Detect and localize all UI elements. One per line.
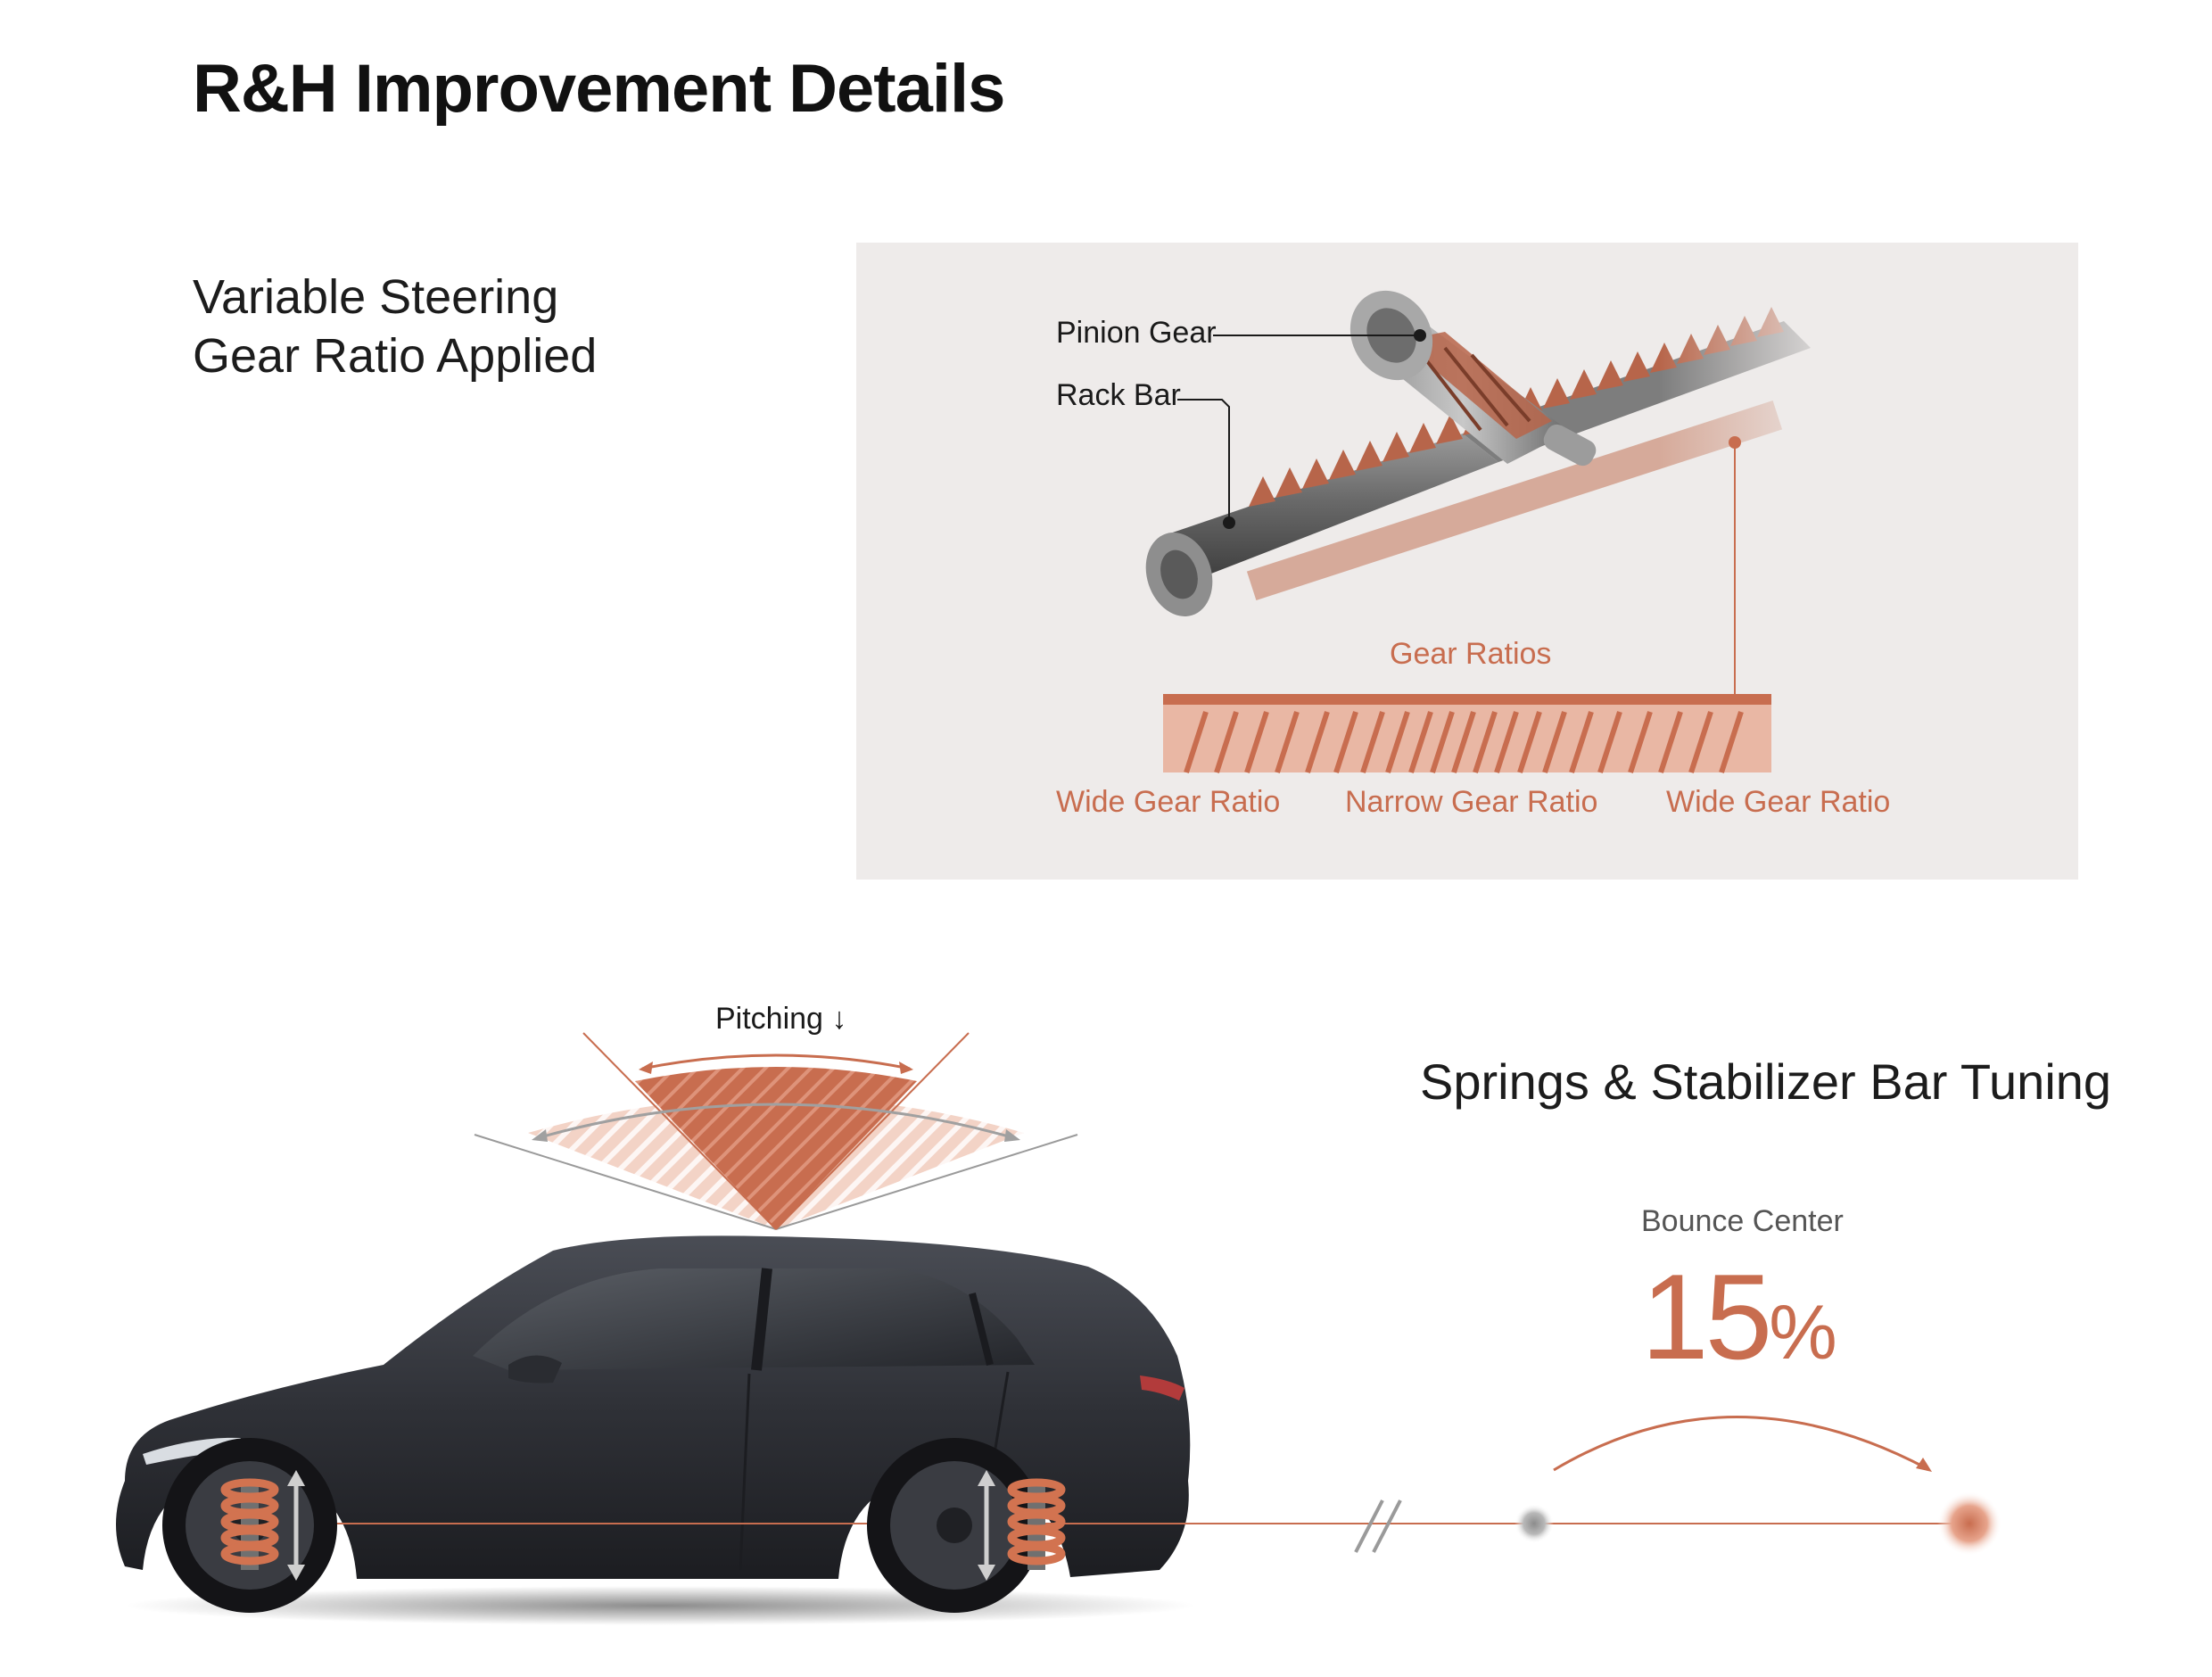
- front-coil-spring-icon: [220, 1478, 279, 1570]
- rack-and-pinion-illustration: [1145, 290, 1855, 773]
- pitching-label-text: Pitching: [715, 1002, 823, 1036]
- gear-ratios-title: Gear Ratios: [1390, 637, 1552, 671]
- rear-wheel: [867, 1438, 1066, 1613]
- new-bounce-center-dot: [1937, 1491, 2002, 1556]
- wide-gear-ratio-right-label: Wide Gear Ratio: [1666, 785, 1891, 819]
- rack-bar-icon: [1145, 296, 1855, 616]
- bounce-center-label: Bounce Center: [1641, 1204, 1844, 1238]
- rack-bar-label: Rack Bar: [1056, 378, 1181, 412]
- narrow-gear-ratio-label: Narrow Gear Ratio: [1345, 785, 1598, 819]
- rack-bar-marker: [1223, 516, 1235, 529]
- wide-gear-ratio-left-label: Wide Gear Ratio: [1056, 785, 1281, 819]
- steering-title-line-2: Gear Ratio Applied: [193, 329, 598, 383]
- pitch-arc-wide: [536, 1103, 1016, 1140]
- axis-break-icon: [1354, 1499, 1402, 1553]
- bounce-center-shift-diagram: [1231, 1416, 2002, 1556]
- bounce-center-value: 15%: [1641, 1247, 1837, 1386]
- rear-coil-spring-icon: [1007, 1478, 1066, 1570]
- car-windows: [473, 1268, 1035, 1370]
- gear-ratio-bar: [1163, 694, 1771, 773]
- suspension-section-title: Springs & Stabilizer Bar Tuning: [1420, 1053, 2112, 1110]
- pitch-arc-narrow: [641, 1053, 911, 1070]
- arrow-down-icon: ↓: [831, 1002, 847, 1036]
- front-wheel: [162, 1438, 337, 1613]
- original-bounce-center-dot: [1515, 1504, 1554, 1543]
- pitching-label: Pitching ↓: [715, 1002, 846, 1037]
- bounce-shift-arrow: [1553, 1416, 1927, 1472]
- pinion-gear-label: Pinion Gear: [1056, 316, 1217, 350]
- suv-side-view-illustration: [116, 1235, 1249, 1625]
- pinion-gear-marker: [1414, 329, 1426, 342]
- arrow-head-icon: [1916, 1458, 1932, 1472]
- steering-diagram-panel: Pinion Gear Rack Bar Gear Ratios Wide Ge…: [856, 243, 2078, 880]
- front-vertical-arrow-icon: [287, 1470, 305, 1581]
- callout-lines: [1177, 335, 1418, 521]
- bounce-center-number: 15: [1641, 1249, 1772, 1384]
- bounce-center-unit: %: [1769, 1290, 1837, 1375]
- page-title: R&H Improvement Details: [193, 51, 1005, 127]
- steering-title-line-1: Variable Steering: [193, 270, 559, 324]
- rear-vertical-arrow-icon: [978, 1470, 995, 1581]
- steering-section-title: Variable Steering Gear Ratio Applied: [193, 268, 597, 385]
- pitching-diagram: [474, 1032, 1078, 1230]
- ratio-pointer-dot: [1729, 436, 1741, 449]
